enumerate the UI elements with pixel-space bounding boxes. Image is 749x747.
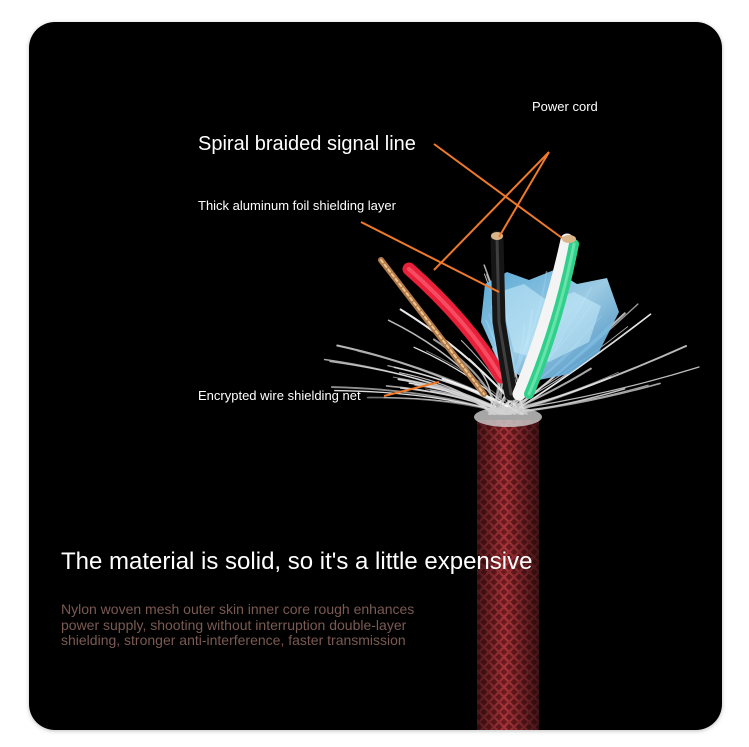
braided-jacket xyxy=(477,420,539,730)
description: Nylon woven mesh outer skin inner core r… xyxy=(61,601,415,649)
shield-strand xyxy=(528,366,700,408)
leader-line-foil xyxy=(360,221,500,293)
label-aluminum-foil-shielding: Thick aluminum foil shielding layer xyxy=(198,198,396,213)
leader-line-power-left xyxy=(433,151,550,271)
label-wire-shielding-net: Encrypted wire shielding net xyxy=(198,388,361,403)
shield-strand xyxy=(468,358,493,415)
leader-line-net xyxy=(383,381,440,397)
shield-strand xyxy=(392,376,492,415)
headline: The material is solid, so it's a little … xyxy=(61,548,533,575)
label-spiral-braided-signal-line: Spiral braided signal line xyxy=(198,133,416,155)
cable-illustration xyxy=(323,143,700,730)
inner-conductors xyxy=(402,230,579,401)
callout-lines xyxy=(360,143,563,397)
label-power-cord: Power cord xyxy=(532,99,598,114)
shield-strand xyxy=(330,386,507,415)
leader-line-spiral xyxy=(433,143,563,239)
shield-strand xyxy=(502,345,688,415)
shield-collar xyxy=(474,407,542,427)
leader-line-power-right xyxy=(498,151,550,238)
product-card: Spiral braided signal line Power cord Th… xyxy=(29,22,722,730)
shield-strand xyxy=(460,339,518,415)
spiral-signal-wire xyxy=(378,257,487,397)
